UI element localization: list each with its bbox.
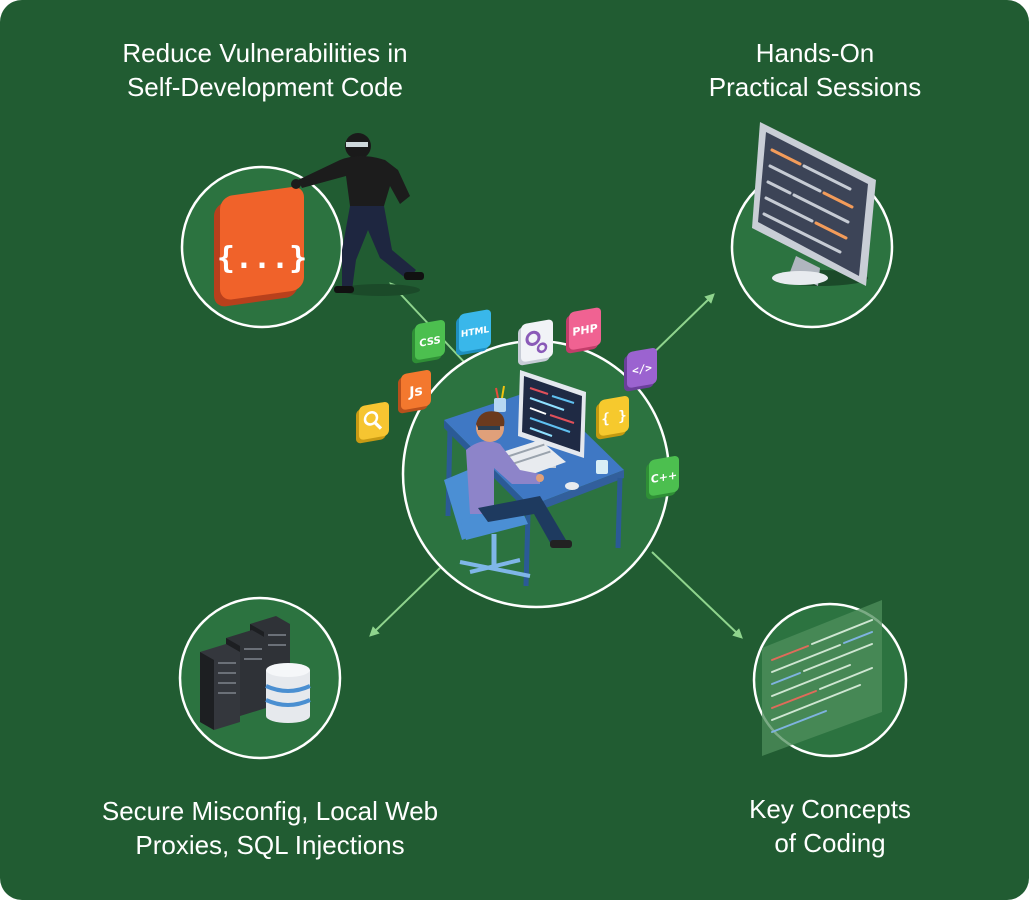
badge-js-label: Js [408,383,423,401]
badge-js: Js [398,369,431,414]
developer-workstation-icon [444,370,624,587]
monitor-icon [752,122,876,286]
label-hands-on-sessions: Hands-On Practical Sessions [660,36,970,104]
label-key-concepts: Key Concepts of Coding [680,792,980,860]
label-line: Reduce Vulnerabilities in [122,38,408,68]
label-secure-misconfig: Secure Misconfig, Local Web Proxies, SQL… [40,794,500,862]
label-line: of Coding [774,828,886,858]
label-line: Self-Development Code [126,72,404,102]
circle-top-right [730,122,894,329]
label-line: Key Concepts [749,794,911,824]
badge-magnifier [356,401,389,444]
badge-gears [518,319,553,366]
badge-html: HTML [456,309,491,356]
label-line: Secure Misconfig, Local Web [101,796,439,826]
gears-icon [525,330,548,354]
badge-css-label: CSS [419,335,440,350]
badge-tag-label: </> [632,361,652,377]
badge-cpp-label: C++ [651,469,677,487]
magnifier-icon [363,410,383,430]
badge-braces: { } [596,395,629,440]
code-screen-icon [762,600,882,756]
badge-braces-label: { } [601,408,626,428]
badge-php-label: PHP [572,321,597,338]
badge-css: CSS [412,319,445,364]
arrow-to-bottom-left [369,567,441,637]
server-rack-icon [200,616,290,730]
arrow-to-bottom-right [651,551,743,639]
code-block-symbol: {...} [217,241,307,276]
code-block-icon: {...} [214,186,307,307]
label-reduce-vulnerabilities: Reduce Vulnerabilities in Self-Developme… [50,36,480,104]
hacker-icon [291,133,424,296]
label-line: Proxies, SQL Injections [135,830,405,860]
badge-tag: </> [624,347,657,392]
circle-bottom-left [178,596,342,760]
label-line: Practical Sessions [708,72,922,102]
circle-bottom-right [752,600,908,758]
badge-php: PHP [566,307,601,354]
circle-top-left: {...} [180,133,424,329]
badge-cpp: C++ [646,455,679,500]
database-icon [265,663,311,723]
label-line: Hands-On [755,38,875,68]
